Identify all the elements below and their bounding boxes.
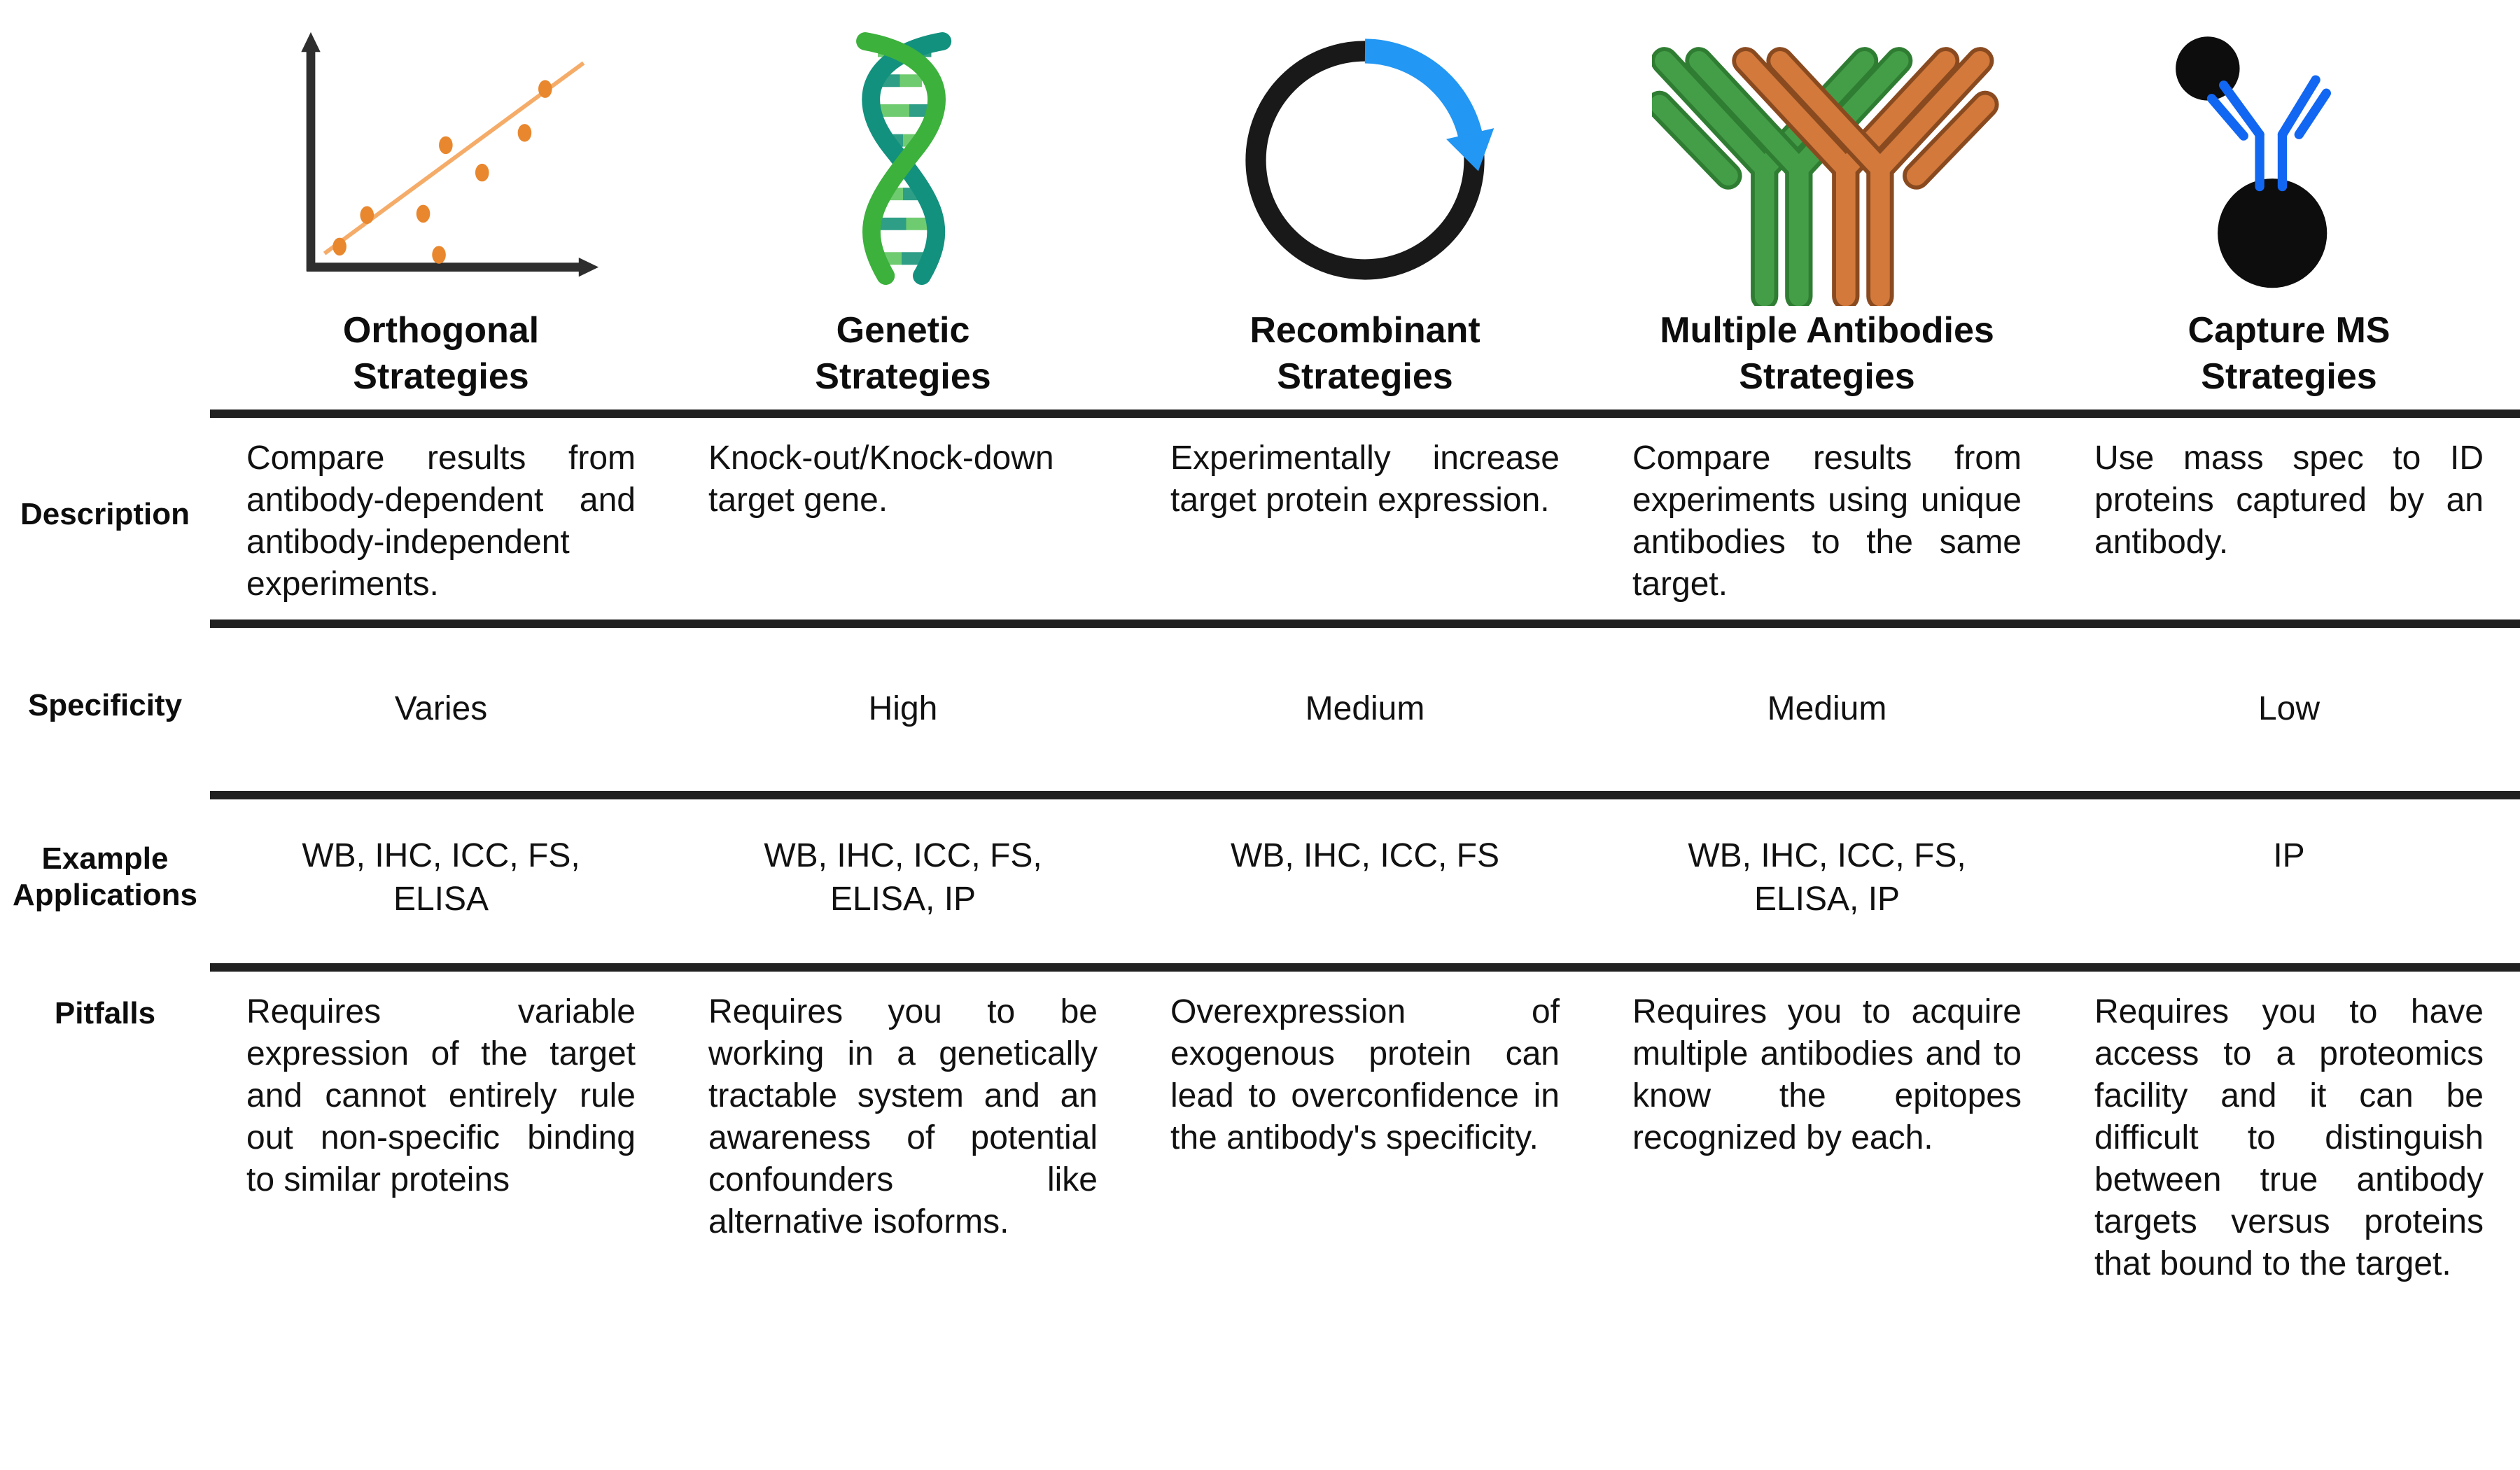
- examples-recombinant: WB, IHC, ICC, FS: [1134, 791, 1596, 963]
- description-recombinant: Experimentally increase target protein e…: [1134, 410, 1596, 620]
- pitfalls-multiple-antibodies: Requires you to acquire multiple antibod…: [1596, 963, 2058, 1285]
- scatter-plot-icon: [276, 15, 606, 303]
- column-title: Multiple Antibodies Strategies: [1660, 309, 1994, 397]
- description-orthogonal: Compare results from antibody-dependent …: [210, 410, 672, 620]
- row-label-pitfalls: Pitfalls: [54, 996, 156, 1030]
- description-multiple-antibodies: Compare results from experiments using u…: [1596, 410, 2058, 620]
- capture-ms-icon: [2149, 15, 2429, 303]
- examples-orthogonal: WB, IHC, ICC, FS, ELISA: [210, 791, 672, 963]
- column-title: Genetic Strategies: [815, 309, 991, 397]
- examples-capture-ms: IP: [2058, 791, 2520, 963]
- column-header-orthogonal: Orthogonal Strategies: [210, 0, 672, 410]
- column-header-multiple-antibodies: Multiple Antibodies Strategies: [1596, 0, 2058, 410]
- antibodies-icon: [1652, 15, 2002, 306]
- dna-helix-icon: [840, 15, 966, 303]
- pitfalls-recombinant: Overexpression of exogenous protein can …: [1134, 963, 1596, 1285]
- description-capture-ms: Use mass spec to ID proteins captured by…: [2058, 410, 2520, 620]
- row-label-example-applications: Example Applications: [12, 841, 198, 912]
- column-title: Recombinant Strategies: [1250, 309, 1480, 397]
- pitfalls-capture-ms: Requires you to have access to a proteom…: [2058, 963, 2520, 1285]
- pitfalls-genetic: Requires you to be working in a genetica…: [672, 963, 1134, 1285]
- description-genetic: Knock-out/Knock-down target gene.: [672, 410, 1134, 620]
- row-label-specificity: Specificity: [27, 687, 183, 722]
- specificity-multiple-antibodies: Medium: [1596, 620, 2058, 791]
- column-header-genetic: Genetic Strategies: [672, 0, 1134, 410]
- specificity-orthogonal: Varies: [210, 620, 672, 791]
- examples-genetic: WB, IHC, ICC, FS, ELISA, IP: [672, 791, 1134, 963]
- column-title: Capture MS Strategies: [2188, 309, 2390, 397]
- column-title: Orthogonal Strategies: [342, 309, 540, 397]
- corner-spacer: [0, 0, 210, 410]
- specificity-recombinant: Medium: [1134, 620, 1596, 791]
- specificity-genetic: High: [672, 620, 1134, 791]
- examples-multiple-antibodies: WB, IHC, ICC, FS, ELISA, IP: [1596, 791, 2058, 963]
- specificity-capture-ms: Low: [2058, 620, 2520, 791]
- plasmid-icon: [1228, 15, 1502, 303]
- pitfalls-orthogonal: Requires variable expression of the targ…: [210, 963, 672, 1285]
- strategies-table: Orthogonal Strategies: [0, 0, 2520, 1285]
- row-label-description: Description: [20, 497, 190, 532]
- column-header-capture-ms: Capture MS Strategies: [2058, 0, 2520, 410]
- column-header-recombinant: Recombinant Strategies: [1134, 0, 1596, 410]
